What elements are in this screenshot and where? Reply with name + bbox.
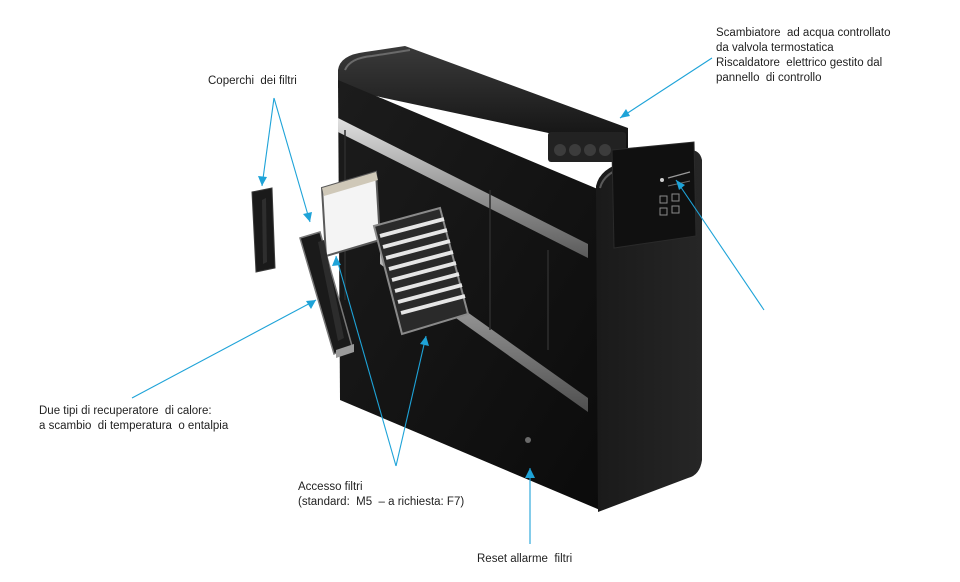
heat-recovery-core <box>372 206 470 336</box>
arrowhead-exchanger <box>620 109 630 118</box>
callout-access-a <box>335 255 397 467</box>
unit-upper-rail <box>338 118 588 258</box>
arrowhead-control-panel <box>676 180 685 190</box>
ventilation-unit <box>338 46 702 512</box>
label-filter-covers: Coperchi dei filtri <box>208 75 297 87</box>
unit-front <box>338 80 600 510</box>
callout-control-panel <box>675 179 765 311</box>
arrowhead-recovery <box>306 300 316 309</box>
label-water-exchanger: Scambiatore ad acqua controllato da valv… <box>716 27 891 84</box>
filter-cover-frame <box>299 231 354 358</box>
callout-covers-b <box>273 97 311 223</box>
callout-lines <box>131 57 765 544</box>
filter-panel-white <box>320 170 382 258</box>
arrowhead-covers-a <box>258 176 267 186</box>
arrowhead-access-a <box>332 256 341 266</box>
label-filter-access: Accesso filtri (standard: M5 – a richies… <box>298 481 465 508</box>
label-heat-recovery: Due tipi di recuperatore di calore: a sc… <box>39 405 229 432</box>
label-filter-alarm-reset: Reset allarme filtri <box>477 553 573 565</box>
callout-covers-a <box>261 97 275 187</box>
callout-exchanger <box>619 57 713 119</box>
control-panel <box>611 141 697 249</box>
alarm-reset-button <box>525 437 531 443</box>
filter-cover-left <box>251 187 276 273</box>
callout-access-b <box>395 335 427 467</box>
unit-top <box>338 46 628 150</box>
callout-arrowheads <box>258 109 685 478</box>
arrowhead-reset <box>525 468 535 478</box>
arrowhead-covers-b <box>303 212 312 222</box>
callout-recovery <box>131 299 317 399</box>
water-exchanger-connectors <box>548 132 626 162</box>
arrowhead-access-b <box>420 336 429 346</box>
